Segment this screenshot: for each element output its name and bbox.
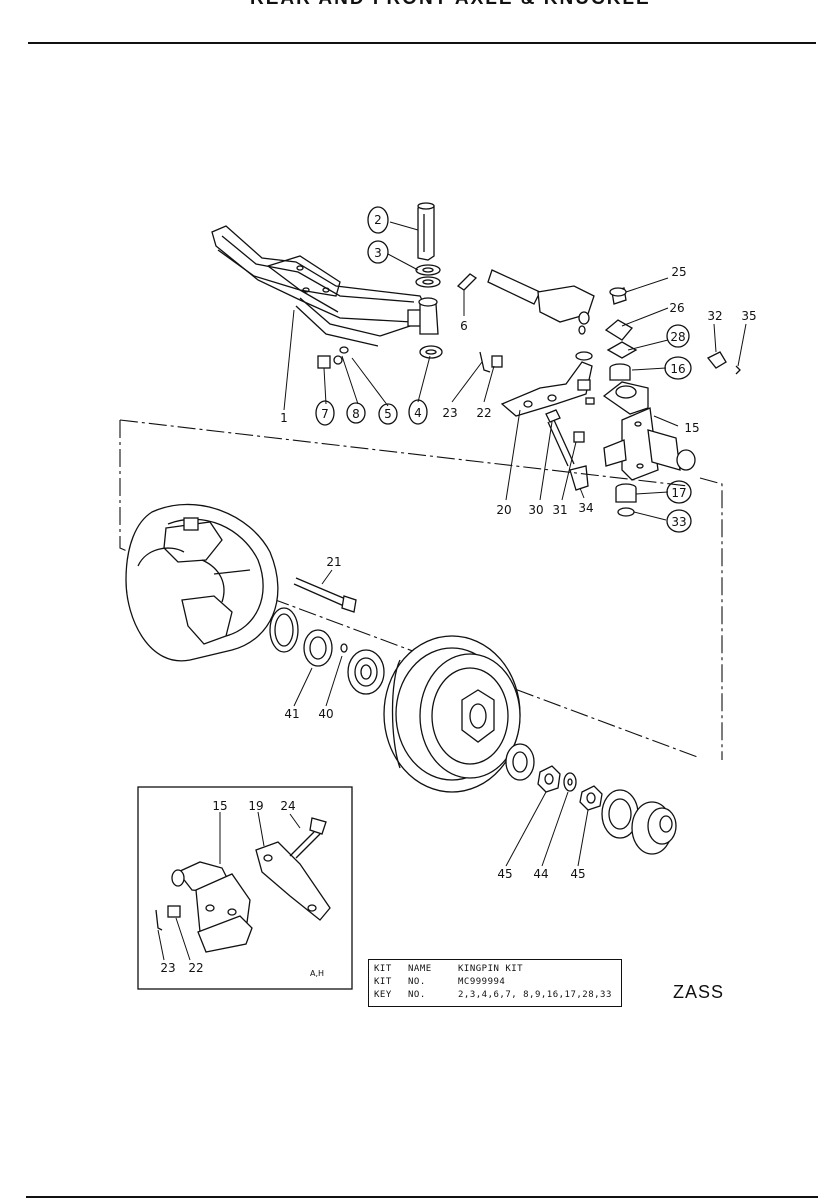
label-20: 20 [496,503,511,517]
callout-33: 33 [671,515,686,529]
knuckle-arm [500,351,593,417]
callout-9: 5 [384,407,392,421]
bearing-race [347,649,385,695]
kit-name-value: KINGPIN KIT [458,964,524,974]
hub-bolt [293,577,357,613]
label-31: 31 [552,503,567,517]
inset-label-24: 24 [280,799,295,813]
label-21: 21 [326,555,341,569]
callout-shapes [315,206,692,533]
hub-nut-outer [579,785,603,811]
kit-row-name-key2: NAME [408,964,432,974]
small-fasteners [317,346,349,369]
steering-knuckle [602,381,696,481]
lower-washer [419,345,443,359]
diagram-code: ZASS [673,982,725,1002]
callout-16: 16 [670,362,685,376]
inset-frame [137,786,353,990]
tie-rod-end [487,269,595,335]
hub-nut-inner [537,765,561,793]
kingpin-bushing [418,297,439,335]
inset-label-19: 19 [248,799,263,813]
label-35: 35 [741,309,756,323]
inset-label-22: 22 [188,961,203,975]
kit-row-number-key: KIT [374,977,392,987]
inset-note: A,H [310,969,325,978]
hub-cap [631,801,677,855]
label-41: 41 [284,707,299,721]
brake-drum [383,635,521,793]
knuckle-small-parts [604,287,741,517]
kit-number-value: MC999994 [458,977,506,987]
inset-knuckle [171,861,253,953]
kit-keys-value: 2,3,4,6,7, 8,9,16,17,28,33 [458,990,612,1000]
label-15: 15 [684,421,699,435]
kit-row-keys: KEY NO. 2,3,4,6,7, 8,9,16,17,28,33 [374,989,616,1002]
kingpin [417,202,435,261]
leader-lines [157,221,747,961]
kit-row-name-key: KIT [374,964,392,974]
label-45-inner: 45 [497,867,512,881]
callout-8: 8 [352,407,360,421]
kit-row-keys-key: KEY [374,990,392,1000]
top-rule [28,42,816,44]
arm-fasteners [479,351,595,405]
page-title: REAR AND FRONT AXLE & KNUCKLE [250,0,770,10]
bottom-rule [26,1196,818,1198]
inset-knuckle-arm [255,841,331,921]
brake-backing-plate [125,503,279,662]
callout-2: 2 [374,213,382,227]
kit-row-number: KIT NO. MC999994 [374,976,616,989]
inner-bearing [303,629,348,667]
kit-row-number-key2: NO. [408,977,426,987]
inset-label-23: 23 [160,961,175,975]
kit-row-name: KIT NAME KINGPIN KIT [374,963,616,976]
kit-row-keys-key2: NO. [408,990,426,1000]
axle-beam [211,225,429,347]
thrust-washers [415,264,441,288]
inset-fasteners [155,905,181,931]
label-45-outer: 45 [570,867,585,881]
label-22: 22 [476,406,491,420]
callout-3: 3 [374,246,382,260]
label-26: 26 [669,301,684,315]
callout-28: 28 [670,330,685,344]
callout-7: 7 [321,407,329,421]
oil-seal [269,607,299,653]
inset-label-15: 15 [212,799,227,813]
label-40: 40 [318,707,333,721]
label-44: 44 [533,867,548,881]
label-32: 32 [707,309,722,323]
outer-bearing [505,743,535,781]
label-30: 30 [528,503,543,517]
label-23: 23 [442,406,457,420]
lock-washer [563,772,577,792]
label-25: 25 [671,265,686,279]
kit-table: KIT NAME KINGPIN KIT KIT NO. MC999994 KE… [368,959,622,1007]
label-6: 6 [460,319,468,333]
lock-pin [456,273,478,291]
callout-4: 4 [414,406,422,420]
label-1: 1 [280,411,288,425]
callout-17: 17 [671,486,686,500]
inset-bolt [289,817,327,859]
label-34: 34 [578,501,593,515]
